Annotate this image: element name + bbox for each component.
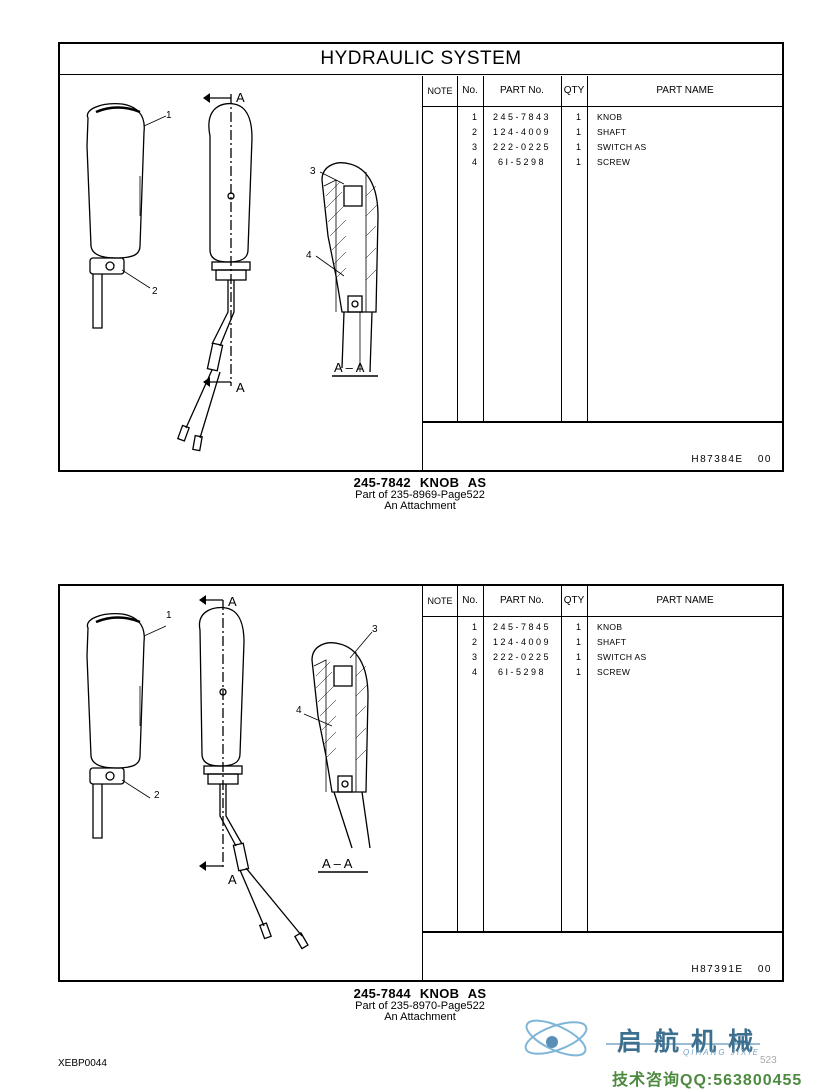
table-row: 2 124-4009 1 SHAFT xyxy=(471,127,627,137)
drawing-code: H87384E 00 xyxy=(691,454,772,465)
table-row: 3 222-0225 1 SWITCH AS xyxy=(471,652,647,662)
col-part-name: PART NAME xyxy=(656,595,714,606)
knob-drawing-1: 1 2 3 4 A A A – A xyxy=(60,76,422,472)
callout-2: 2 xyxy=(154,790,160,801)
watermark-pinyin: QIHANG JIXIE xyxy=(683,1048,760,1057)
brand-logo-icon xyxy=(524,1019,760,1057)
callout-4: 4 xyxy=(296,705,302,716)
attachment-2: An Attachment xyxy=(384,1011,456,1023)
knob-illustration: 1 2 3 4 A A A – A xyxy=(86,594,378,950)
col-part-no: PART No. xyxy=(500,85,544,96)
knob-illustration: 1 2 3 4 A A A – A xyxy=(86,90,379,452)
col-qty: QTY xyxy=(563,85,585,96)
col-no: No. xyxy=(462,85,478,96)
assembly-title-1: 245-7842 KNOB AS xyxy=(353,475,487,490)
table-row: 4 6I-5298 1 SCREW xyxy=(471,157,631,167)
callout-1: 1 xyxy=(166,610,172,621)
assembly-title-2: 245-7844 KNOB AS xyxy=(353,986,487,1001)
col-part-no: PART No. xyxy=(500,595,544,606)
section-arrow-label-bottom: A xyxy=(236,380,245,395)
parts-table-2: NOTE No. PART No. QTY PART NAME 1 245-78… xyxy=(422,586,782,980)
watermark-contact: 技术咨询QQ:563800455 xyxy=(612,1072,803,1089)
section-arrow-label-bottom: A xyxy=(228,872,237,887)
table-row: 1 245-7843 1 KNOB xyxy=(471,112,623,122)
callout-4: 4 xyxy=(306,250,312,261)
section-label: A – A xyxy=(334,360,365,375)
document-id: XEBP0044 xyxy=(58,1058,107,1069)
callout-3: 3 xyxy=(310,166,316,177)
section-arrow-label-top: A xyxy=(236,90,245,105)
parts-table-1: NOTE No. PART No. QTY PART NAME 1 245-78… xyxy=(422,76,782,470)
watermark-brand: 启航机械 xyxy=(617,1028,766,1056)
section-label: A – A xyxy=(322,856,353,871)
drawing-code: H87391E 00 xyxy=(691,964,772,975)
part-of-2: Part of 235-8970-Page522 xyxy=(355,1000,485,1012)
parts-frame-1: HYDRAULIC SYSTEM xyxy=(58,42,784,472)
table-row: 2 124-4009 1 SHAFT xyxy=(471,637,627,647)
knob-drawing-2: 1 2 3 4 A A A – A xyxy=(60,586,422,982)
table-row: 3 222-0225 1 SWITCH AS xyxy=(471,142,647,152)
col-qty: QTY xyxy=(563,595,585,606)
table-header: NOTE No. PART No. QTY PART NAME xyxy=(423,586,782,617)
part-of-1: Part of 235-8969-Page522 xyxy=(355,489,485,501)
callout-2: 2 xyxy=(152,286,158,297)
page-title: HYDRAULIC SYSTEM xyxy=(60,44,782,75)
callout-1: 1 xyxy=(166,110,172,121)
page-number: 523 xyxy=(760,1055,777,1066)
attachment-1: An Attachment xyxy=(384,500,456,512)
col-part-name: PART NAME xyxy=(656,85,714,96)
col-no: No. xyxy=(462,595,478,606)
table-row: 4 6I-5298 1 SCREW xyxy=(471,667,631,677)
col-note: NOTE xyxy=(427,596,453,606)
col-note: NOTE xyxy=(427,86,453,96)
table-row: 1 245-7845 1 KNOB xyxy=(471,622,623,632)
callout-3: 3 xyxy=(372,624,378,635)
section-arrow-label-top: A xyxy=(228,594,237,609)
parts-frame-2: 1 2 3 4 A A A – A NOTE No. PART No. QTY … xyxy=(58,584,784,982)
table-header: NOTE No. PART No. QTY PART NAME xyxy=(423,76,782,107)
